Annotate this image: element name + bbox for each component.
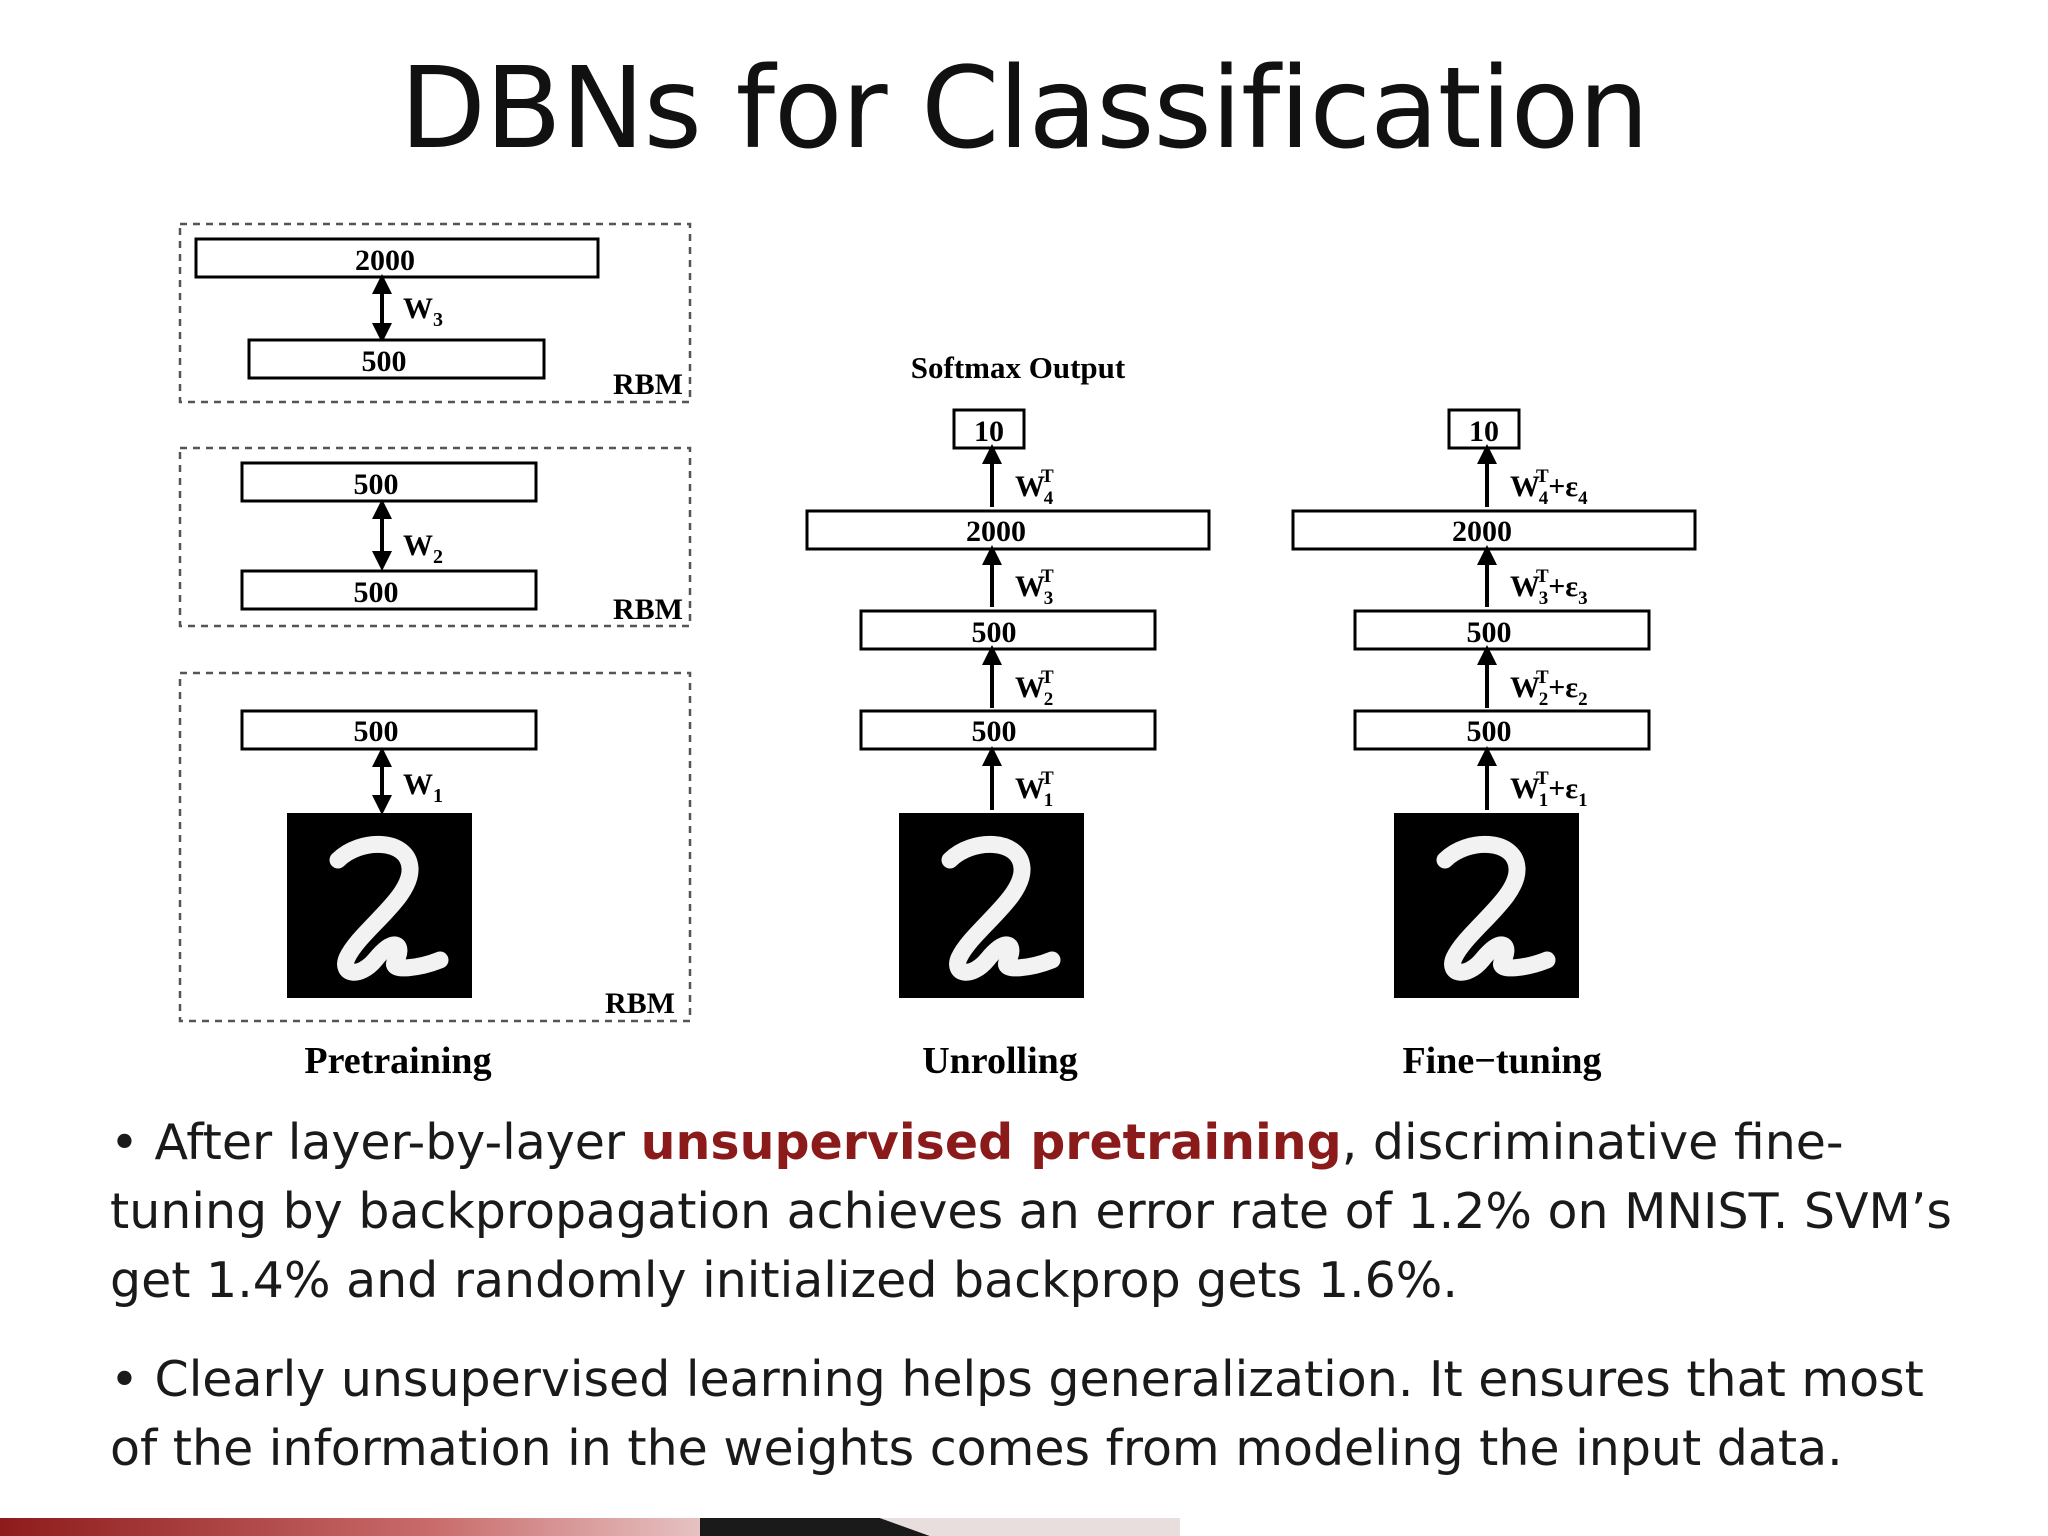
rbm2-weight: W2	[403, 529, 443, 568]
ft-layer-500-top: 500	[1467, 616, 1512, 649]
rbm-3: 500 W1 RBM	[178, 671, 692, 1023]
rbm3-label: RBM	[605, 987, 675, 1020]
rbm2-label: RBM	[613, 593, 683, 626]
mnist-digit-image	[1394, 813, 1579, 998]
pretraining-caption: Pretraining	[304, 1040, 491, 1082]
ft-layer-500-bottom: 500	[1467, 715, 1512, 748]
bullet-1: • After layer-by-layer unsupervised pret…	[110, 1114, 1952, 1309]
bullet-2-text: Clearly unsupervised learning helps gene…	[110, 1351, 1924, 1477]
rbm1-top-layer: 2000	[355, 244, 415, 277]
highlight-unsupervised-pretraining: unsupervised pretraining	[640, 1114, 1342, 1171]
rbm1-weight: W3	[403, 292, 443, 331]
rbm3-weight: W1	[403, 768, 443, 807]
softmax-output-label: Softmax Output	[911, 350, 1126, 385]
ft-layer-2000: 2000	[1452, 515, 1512, 548]
rbm-2: 500 W2 500 RBM	[178, 446, 692, 628]
rbm3-top-layer: 500	[354, 715, 399, 748]
bullet-1-text-end: , discriminative fine-tuning by backprop…	[110, 1114, 1952, 1309]
dbn-diagram: 2000 W3 500 RBM 500 W2 500 RBM 500 W1	[178, 222, 1697, 1082]
bullet-1-text-start: After layer-by-layer	[154, 1114, 641, 1171]
rbm1-bottom-layer: 500	[362, 345, 407, 378]
unroll-layer-500-top: 500	[972, 616, 1017, 649]
unroll-layer-500-bottom: 500	[972, 715, 1017, 748]
pretraining-column: 2000 W3 500 RBM 500 W2 500 RBM 500 W1	[178, 222, 692, 1082]
unroll-layer-2000: 2000	[966, 515, 1026, 548]
rbm2-bottom-layer: 500	[354, 576, 399, 609]
ft-layer-10: 10	[1469, 415, 1499, 448]
bullet-2: • Clearly unsupervised learning helps ge…	[110, 1351, 1924, 1477]
slide-title: DBNs for Classification	[399, 44, 1649, 174]
unrolling-caption: Unrolling	[922, 1040, 1078, 1082]
mnist-digit-image	[287, 813, 472, 998]
bullet-list: • After layer-by-layer unsupervised pret…	[110, 1108, 1970, 1513]
mnist-digit-image	[899, 813, 1084, 998]
unroll-layer-10: 10	[974, 415, 1004, 448]
rbm2-top-layer: 500	[354, 468, 399, 501]
finetuning-caption: Fine−tuning	[1402, 1040, 1601, 1082]
rbm1-label: RBM	[613, 368, 683, 401]
rbm-1: 2000 W3 500 RBM	[178, 222, 692, 404]
footer-bar	[0, 1518, 1180, 1536]
